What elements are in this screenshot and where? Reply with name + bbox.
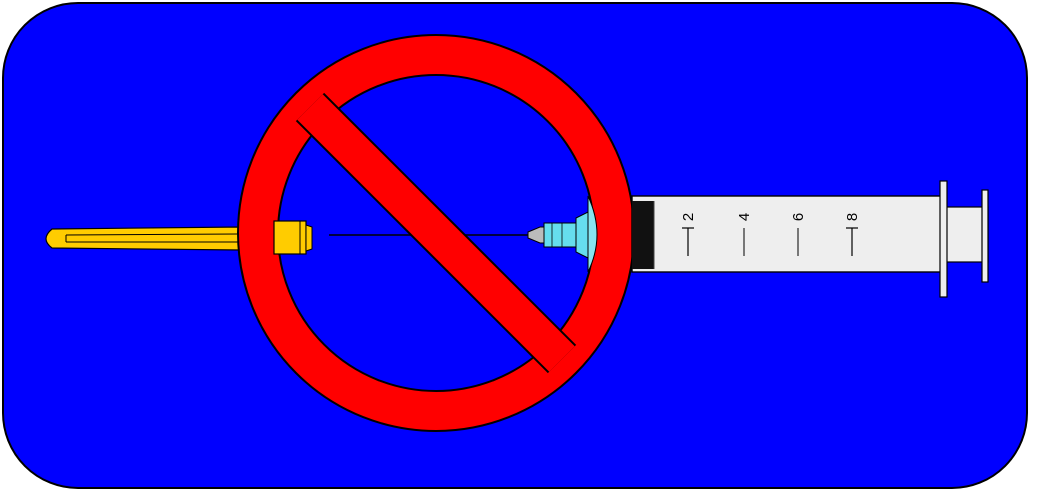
- syringe-icon: 2 4 6 8: [631, 180, 989, 298]
- scale-label-6: 6: [790, 213, 807, 221]
- sign-background: [2, 2, 1028, 489]
- cap-collar: [273, 220, 313, 255]
- finger-flange: [939, 180, 948, 298]
- needle-cap-icon: [45, 226, 241, 251]
- prohibition-slash: [240, 37, 632, 429]
- plunger-rod: [939, 206, 989, 263]
- needle-hub: [527, 195, 598, 273]
- plunger-seal: [632, 201, 654, 269]
- syringe-barrel: [631, 195, 945, 273]
- plunger-thumb-press: [981, 189, 989, 283]
- scale-label-4: 4: [736, 213, 753, 221]
- prohibition-circle-icon: [237, 34, 635, 432]
- scale-label-8: 8: [844, 213, 861, 221]
- scale-label-2: 2: [680, 213, 697, 221]
